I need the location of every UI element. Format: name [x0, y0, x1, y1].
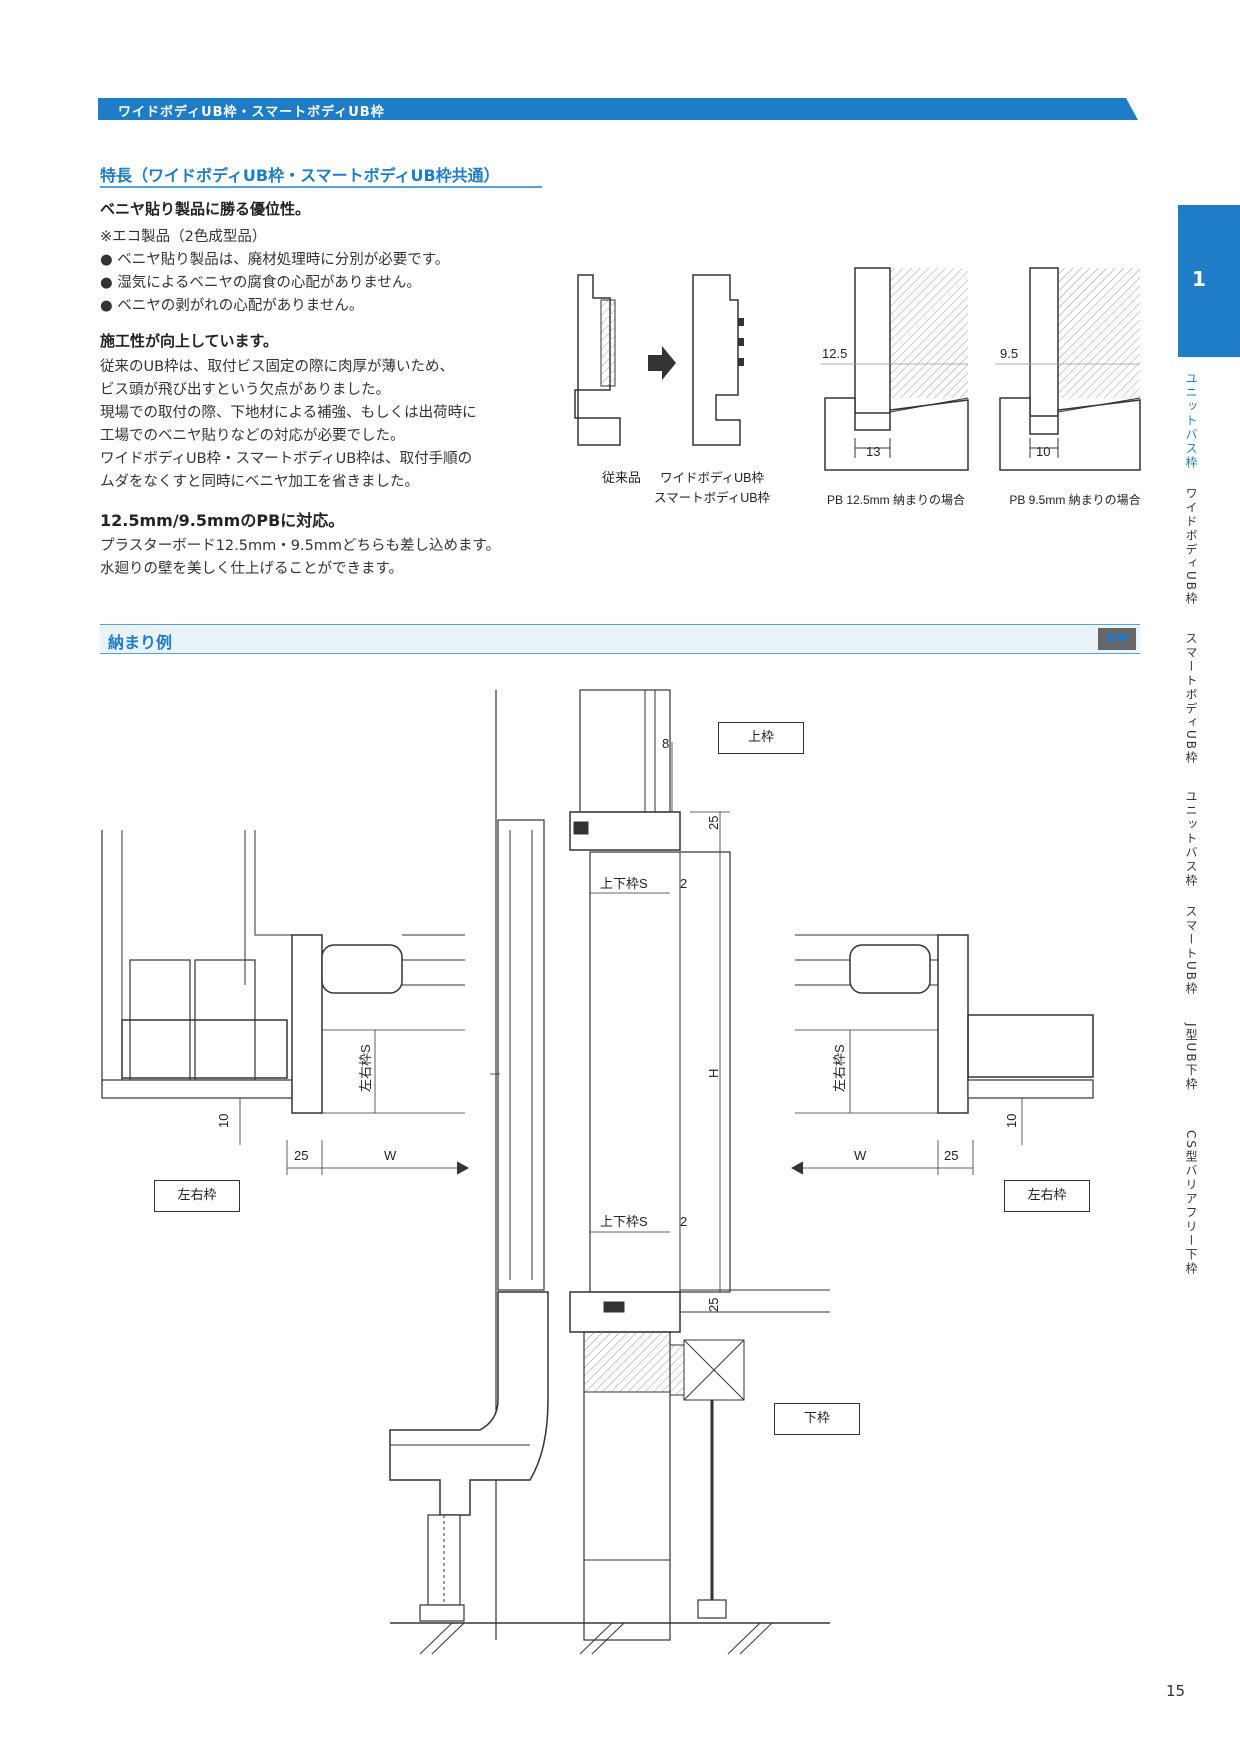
side-nav-wide-body[interactable]: ワイドボディUB枠 — [1184, 487, 1198, 607]
label-bottom-frame: 下枠 — [774, 1403, 860, 1435]
scale-ratio: 1:4 — [1106, 631, 1128, 645]
w-right: W — [854, 1148, 867, 1163]
section-title: 納まり例 — [108, 633, 173, 652]
main-drawing — [101, 689, 1094, 1655]
dim-10: 10 — [1036, 444, 1050, 459]
scale-word: scale — [1106, 632, 1130, 641]
feature-text-1: ※エコ製品（2色成型品） ● ベニヤ貼り製品は、廃材処理時に分別が必要です。 ●… — [100, 226, 449, 318]
dim-25-left: 25 — [294, 1148, 308, 1163]
conventional-profile — [574, 274, 621, 446]
p3-line-1: プラスターボード12.5mm・9.5mmどちらも差し込めます。 — [100, 538, 501, 554]
feature-text-2: 従来のUB枠は、取付ビス固定の際に肉厚が薄いため、 ビス頭が飛び出すという欠点が… — [100, 356, 477, 494]
caption-conventional: 従来品 — [602, 470, 641, 485]
pb125-detail — [820, 267, 969, 471]
side-s-right: 左右枠S — [832, 1044, 847, 1092]
caption-new-1: ワイドボディUB枠 — [660, 470, 764, 485]
w-left: W — [384, 1148, 397, 1163]
side-nav-smart-ub[interactable]: スマートUB枠 — [1184, 905, 1198, 997]
header-bar: ワイドボディUB枠・スマートボディUB枠 — [98, 98, 1138, 120]
page-number: 15 — [1166, 1682, 1186, 1700]
side-nav-cs-type[interactable]: CS型バリアフリー下枠 — [1184, 1130, 1198, 1276]
p2-line-5: ワイドボディUB枠・スマートボディUB枠は、取付手順の — [100, 451, 473, 467]
label-right-frame: 左右枠 — [1004, 1180, 1090, 1212]
p2-line-4: 工場でのベニヤ貼りなどの対応が必要でした。 — [100, 428, 405, 444]
side-nav-j-type[interactable]: J型UB下枠 — [1184, 1023, 1198, 1092]
dim-h: H — [706, 1069, 721, 1078]
feature-heading-3: 12.5mm/9.5mmのPBに対応。 — [100, 511, 345, 530]
p2-line-6: ムダをなくすと同時にベニヤ加工を省きました。 — [100, 474, 419, 490]
p2-line-2: ビス頭が飛び出すという欠点がありました。 — [100, 382, 390, 398]
bullet-2: ● 湿気によるベニヤの腐食の心配がありません。 — [100, 275, 421, 291]
dim-25-bottom: 25 — [706, 1298, 721, 1312]
p3-line-2: 水廻りの壁を美しく仕上げることができます。 — [100, 561, 404, 577]
feature-text-3: プラスターボード12.5mm・9.5mmどちらも差し込めます。 水廻りの壁を美し… — [100, 535, 500, 581]
eco-note: ※エコ製品（2色成型品） — [100, 229, 267, 245]
label-top-frame: 上枠 — [718, 722, 804, 754]
dim-125: 12.5 — [822, 346, 847, 361]
upper-lower-s-bottom: 上下枠S — [600, 1214, 648, 1229]
dim-95: 9.5 — [1000, 346, 1018, 361]
feature-heading-2: 施工性が向上しています。 — [100, 332, 279, 350]
side-nav-unit-bath-2[interactable]: ユニットバス枠 — [1184, 790, 1198, 888]
side-nav-unit-bath[interactable]: ユニットバス枠 — [1184, 372, 1198, 470]
features-title: 特長（ワイドボディUB枠・スマートボディUB枠共通） — [100, 166, 500, 185]
p2-line-3: 現場での取付の際、下地材による補強、もしくは出荷時に — [100, 405, 477, 421]
dim-8: 8 — [662, 736, 669, 751]
p2-line-1: 従来のUB枠は、取付ビス固定の際に肉厚が薄いため、 — [100, 359, 455, 375]
chapter-number: 1 — [1192, 267, 1206, 291]
arrow-icon — [648, 346, 676, 380]
dim-10-left: 10 — [216, 1114, 231, 1128]
pb95-detail — [995, 267, 1141, 471]
dim-25-right: 25 — [944, 1148, 958, 1163]
bullet-3: ● ベニヤの剥がれの心配がありません。 — [100, 298, 364, 314]
scale-badge: 1:4 scale — [1098, 628, 1136, 650]
features-underline — [100, 186, 542, 188]
side-nav-smart-body[interactable]: スマートボディUB枠 — [1184, 632, 1198, 766]
bullet-1: ● ベニヤ貼り製品は、廃材処理時に分別が必要です。 — [100, 252, 450, 268]
upper-lower-s-top: 上下枠S — [600, 876, 648, 891]
caption-pb125: PB 12.5mm 納まりの場合 — [827, 492, 965, 507]
section-band: 納まり例 1:4 scale — [100, 624, 1140, 654]
dim-2-top: 2 — [680, 876, 687, 891]
dim-13: 13 — [866, 444, 880, 459]
new-profile — [692, 274, 744, 446]
dim-25-top: 25 — [706, 816, 721, 830]
dim-2-bottom: 2 — [680, 1214, 687, 1229]
caption-pb95: PB 9.5mm 納まりの場合 — [1009, 492, 1140, 507]
feature-heading-1: ベニヤ貼り製品に勝る優位性。 — [100, 200, 311, 218]
dim-10-right: 10 — [1004, 1114, 1019, 1128]
side-s-left: 左右枠S — [358, 1044, 373, 1092]
chapter-tab[interactable]: 1 — [1178, 205, 1240, 357]
label-left-frame: 左右枠 — [154, 1180, 240, 1212]
caption-new-2: スマートボディUB枠 — [654, 490, 771, 505]
header-title: ワイドボディUB枠・スマートボディUB枠 — [118, 105, 385, 120]
